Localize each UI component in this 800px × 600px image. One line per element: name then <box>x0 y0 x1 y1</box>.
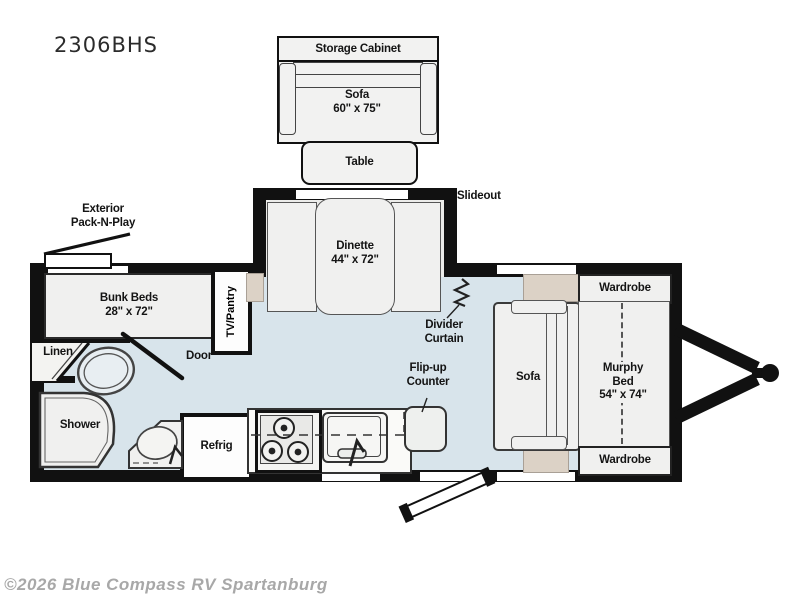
slideout-sofa-armrest-right <box>420 63 437 135</box>
flipup-label-line2: Counter <box>406 375 450 388</box>
bunk-beds-name: Bunk Beds <box>99 292 159 305</box>
slideout-label: Slideout <box>457 190 501 202</box>
slideout-sofa-back-line <box>293 74 423 75</box>
divider-curtain-label: Divider Curtain <box>406 319 482 346</box>
murphy-bed-size: 54" x 74" <box>599 389 647 402</box>
flip-up-counter <box>404 406 447 452</box>
pack-n-play-lid-line <box>43 232 131 256</box>
sofa-armrest-bottom <box>511 436 567 450</box>
sofa-side-window <box>497 265 576 274</box>
tv-pantry-cabinet: TV/Pantry <box>211 268 252 355</box>
divider-label-line1: Divider <box>425 319 463 331</box>
model-number: 2306BHS <box>54 33 158 57</box>
flip-up-counter-label: Flip-up Counter <box>397 362 459 389</box>
door-label: Door <box>185 350 213 362</box>
sofa-back-cushion-2 <box>556 306 568 445</box>
hitch-icon <box>673 323 766 424</box>
shower-label: Shower <box>59 419 101 431</box>
dinette-name: Dinette <box>336 240 374 252</box>
slideout-table: Table <box>301 141 418 185</box>
linen-label: Linen <box>43 346 73 358</box>
cabinet-block-top-right <box>523 274 579 302</box>
tv-pantry-label: TV/Pantry <box>225 285 237 338</box>
exterior-pack-n-play-label: Exterior Pack-N-Play <box>57 203 149 230</box>
cabinet-block-left <box>246 273 264 302</box>
refrigerator: Refrig <box>180 413 253 481</box>
hitch-ball-icon <box>761 364 779 382</box>
rear-window <box>497 472 575 481</box>
slideout-sofa-backrest <box>293 62 423 88</box>
wardrobe-top-label: Wardrobe <box>599 282 651 295</box>
flipup-label-line1: Flip-up <box>409 362 447 374</box>
kitchen-sink-basin <box>327 416 381 457</box>
entry-door-opening <box>420 472 483 481</box>
murphy-label-line1: Murphy <box>602 362 644 374</box>
dinette-table <box>315 198 395 315</box>
bunk-beds-label: Bunk Beds 28" x 72" <box>100 292 158 319</box>
slideout-table-label: Table <box>345 156 374 169</box>
bath-partition-wall <box>30 335 130 343</box>
sofa-label: Sofa <box>515 371 541 383</box>
dealer-watermark: ©2026 Blue Compass RV Spartanburg <box>4 575 328 594</box>
slideout-sofa-name: Sofa <box>344 89 370 101</box>
dinette-bench-right <box>391 202 441 312</box>
exterior-label-line2: Pack-N-Play <box>70 216 136 229</box>
pack-n-play-hatch <box>44 253 112 269</box>
bunk-window <box>48 266 128 275</box>
kitchen-window <box>322 472 380 481</box>
bunk-beds-size: 28" x 72" <box>105 306 153 318</box>
dinette-bench-left <box>267 202 317 312</box>
slideout-sofa-label: Sofa 60" x 75" <box>297 89 417 116</box>
slideout-sofa-size: 60" x 75" <box>333 102 381 115</box>
stove-top-panel <box>260 415 313 464</box>
murphy-label-line2: Bed <box>612 375 634 388</box>
storage-cabinet-label: Storage Cabinet <box>315 43 401 56</box>
murphy-bed-label: Murphy Bed 54" x 74" <box>580 362 666 403</box>
bunk-beds: Bunk Beds 28" x 72" <box>44 273 214 339</box>
sofa-armrest-top <box>511 300 567 314</box>
dinette-label: Dinette 44" x 72" <box>300 240 410 267</box>
exterior-label-line1: Exterior <box>82 203 124 215</box>
refrig-label: Refrig <box>200 440 233 453</box>
entry-door-hinge-top <box>398 502 415 524</box>
wardrobe-top: Wardrobe <box>578 274 672 304</box>
storage-cabinet: Storage Cabinet <box>277 36 439 64</box>
wardrobe-bottom: Wardrobe <box>578 446 672 476</box>
slideout-window <box>296 190 408 199</box>
wardrobe-bottom-label: Wardrobe <box>599 454 651 467</box>
dinette-size: 44" x 72" <box>331 253 379 266</box>
linen-partition-wall <box>30 376 75 383</box>
slideout-sofa-armrest-left <box>279 63 296 135</box>
divider-label-line2: Curtain <box>424 332 464 345</box>
